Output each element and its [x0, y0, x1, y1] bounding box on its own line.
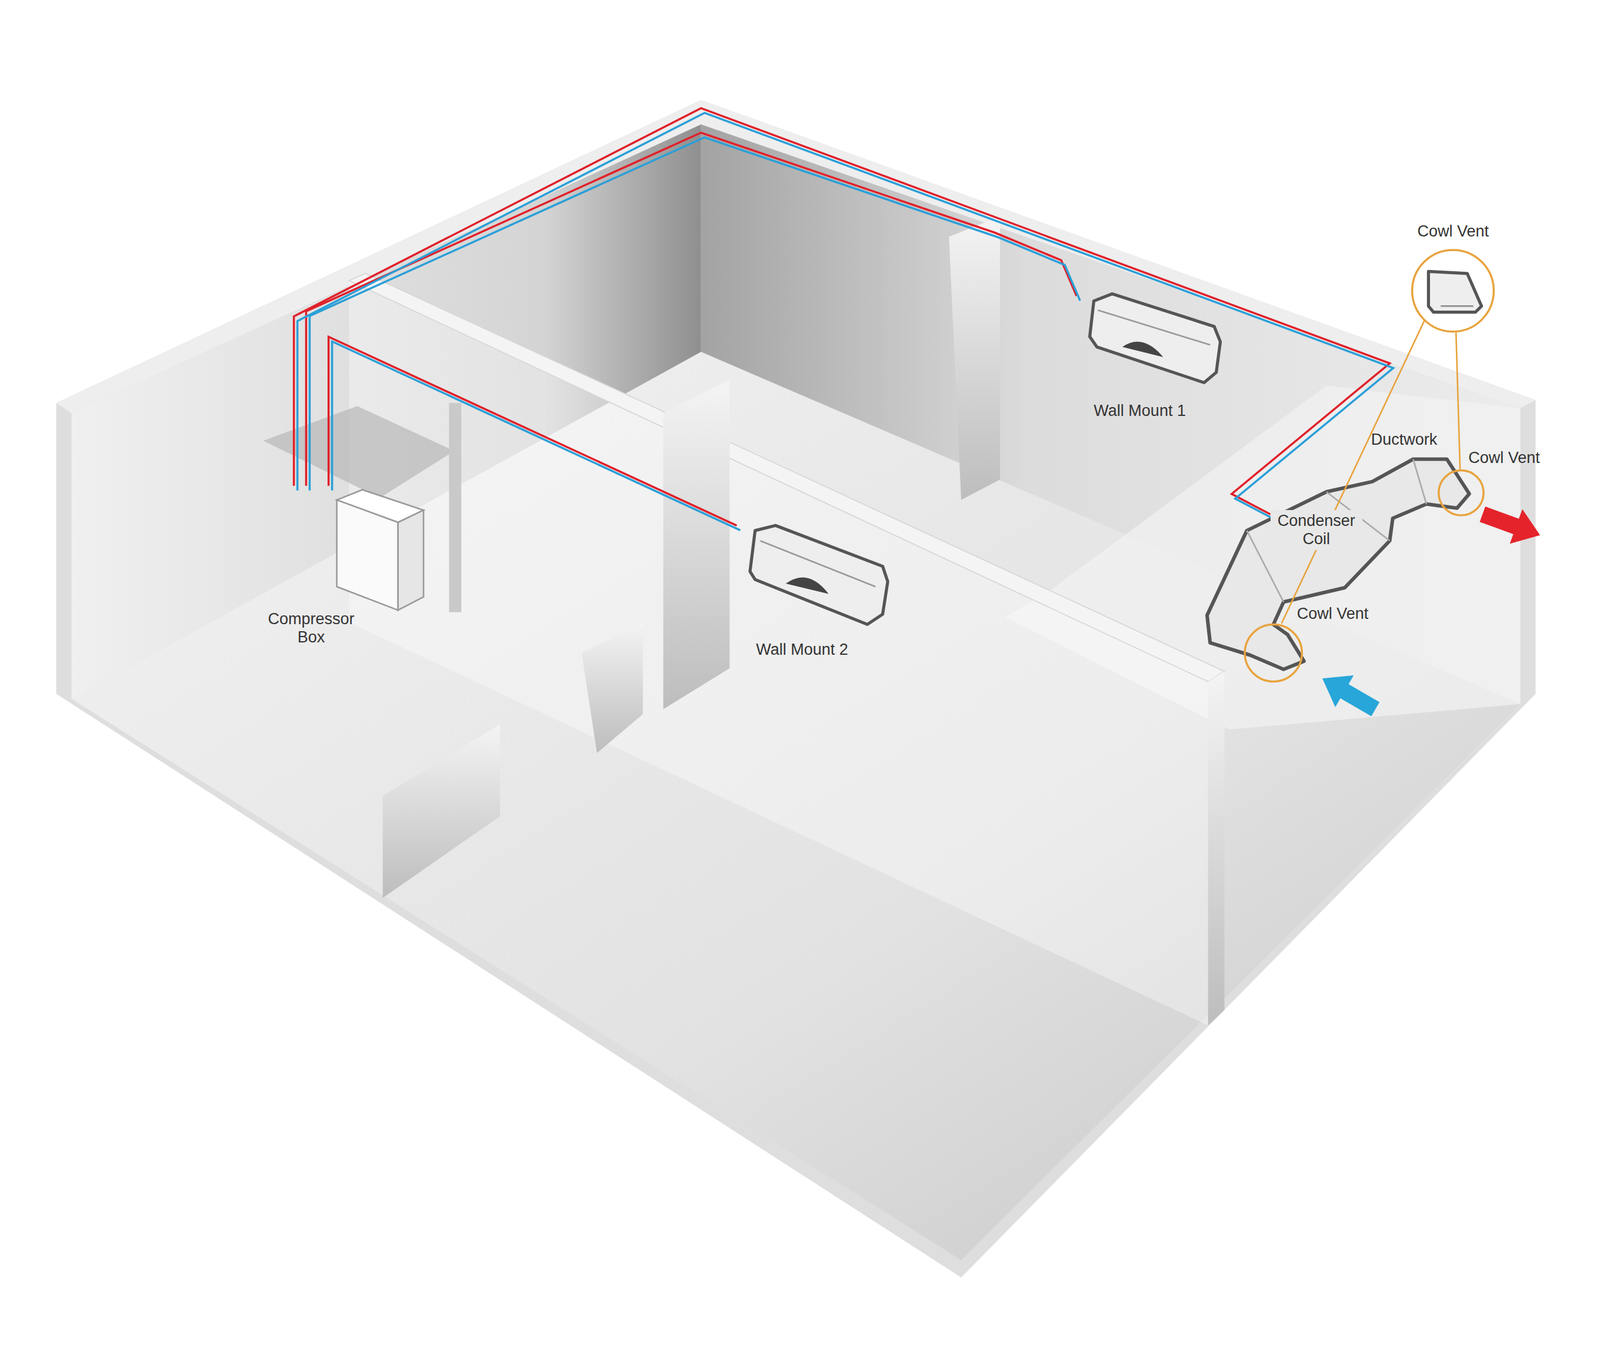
unit-vent: [1122, 341, 1163, 358]
part-label: Cowl Vent: [1468, 448, 1540, 468]
unit-vent: [785, 577, 829, 594]
wall-mount-node: Wall Mount 2: [736, 520, 893, 663]
exhaust-arrow: [1476, 497, 1547, 553]
compressor-front: [337, 500, 399, 610]
interior-wall-face: [348, 280, 1208, 1026]
callout-circle: [1412, 250, 1495, 332]
wall-mount-unit: [750, 525, 888, 625]
building-shell: [56, 100, 1536, 1278]
part-label: Ductwork: [1371, 430, 1438, 449]
wall-post: [448, 402, 462, 613]
node-label: Wall Mount 2: [740, 638, 863, 661]
callout-circle: [1244, 624, 1302, 682]
wall-mount-unit: [1090, 294, 1221, 383]
pillar: [663, 379, 730, 709]
compressor-side: [398, 510, 424, 610]
wall-mount-node: Wall Mount 1: [1076, 288, 1230, 425]
part-label: Cowl Vent: [1297, 605, 1369, 624]
pillar: [948, 216, 1000, 500]
refrigerant-pipe: [305, 132, 1080, 491]
condenser-node: Condenser Coil: [1270, 510, 1363, 553]
part-label: Cowl Vent: [1417, 222, 1489, 241]
hot-pipe: [294, 108, 1390, 515]
unit-seam: [1097, 310, 1210, 345]
low-wall: [382, 724, 500, 898]
intake-arrow: [1312, 662, 1385, 725]
node-label: Condenser Coil: [1270, 510, 1363, 550]
cold-pipe: [332, 341, 741, 530]
node-label: Compressor Box: [260, 608, 362, 649]
cowl-vent-icon: [1428, 271, 1482, 312]
cold-pipe: [297, 112, 1394, 519]
vent-grille: [1440, 305, 1474, 308]
leader-line: [1455, 332, 1460, 469]
unit-seam: [760, 540, 876, 587]
compressor-shelf: [263, 405, 455, 498]
hot-pipe: [328, 336, 738, 526]
refrigerant-pipe: [294, 108, 1394, 519]
leader-line: [1281, 316, 1427, 624]
node-label: Wall Mount 1: [1078, 400, 1202, 422]
cold-pipe: [309, 137, 1080, 491]
duct-seam: [1412, 458, 1427, 504]
compressor-node: Compressor Box: [244, 485, 424, 651]
pillar: [581, 622, 643, 753]
interior-wall-end: [1208, 671, 1225, 1026]
hot-pipe: [305, 132, 1077, 486]
callout-circle: [1438, 470, 1484, 516]
interior-wall-top: [348, 273, 1225, 682]
refrigerant-pipe: [328, 336, 741, 530]
